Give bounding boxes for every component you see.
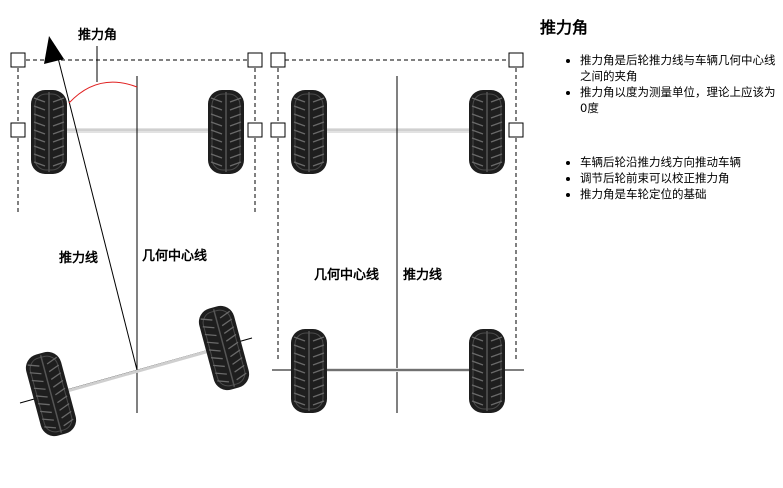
bullet-item: 推力角以度为测量单位，理论上应该为0度 [580, 84, 780, 116]
right-front-axle [310, 128, 488, 133]
left-rear-left-tire [21, 348, 81, 440]
bullet-list-notes: 车辆后轮沿推力线方向推动车辆 调节后轮前束可以校正推力角 推力角是车轮定位的基础 [540, 154, 780, 202]
thrust-line-label-right: 推力线 [403, 268, 443, 283]
thrust-line-arrowhead [44, 36, 64, 64]
thrust-angle-arc [68, 81, 138, 104]
bullet-item: 调节后轮前束可以校正推力角 [580, 170, 780, 186]
left-vehicle-frame [17, 59, 256, 212]
right-front-left-tire [290, 89, 328, 175]
right-corner-markers [270, 52, 524, 138]
left-front-left-tire [30, 89, 68, 175]
bullet-item: 推力角是车轮定位的基础 [580, 186, 780, 202]
left-rear-right-tire [194, 302, 254, 394]
left-front-axle [50, 128, 228, 133]
bullet-list-definition: 推力角是后轮推力线与车辆几何中心线之间的夹角 推力角以度为测量单位，理论上应该为… [540, 52, 780, 116]
right-vehicle-frame [277, 59, 517, 362]
bullet-item: 车辆后轮沿推力线方向推动车辆 [580, 154, 780, 170]
panel-title: 推力角 [540, 18, 589, 37]
explanation-panel: 推力角 推力角是后轮推力线与车辆几何中心线之间的夹角 推力角以度为测量单位，理论… [540, 14, 780, 202]
left-corner-markers [10, 52, 263, 138]
bullet-item: 推力角是后轮推力线与车辆几何中心线之间的夹角 [580, 52, 780, 84]
geometric-center-line-label-left: 几何中心线 [142, 249, 208, 264]
right-rear-left-tire [290, 328, 328, 414]
thrust-angle-label: 推力角 [78, 28, 118, 43]
right-front-right-tire [468, 89, 506, 175]
left-front-right-tire [207, 89, 245, 175]
left-thrust-line [54, 45, 138, 371]
geometric-center-line-label-right: 几何中心线 [314, 268, 380, 283]
thrust-line-label-left: 推力线 [59, 251, 99, 266]
right-rear-right-tire [468, 328, 506, 414]
